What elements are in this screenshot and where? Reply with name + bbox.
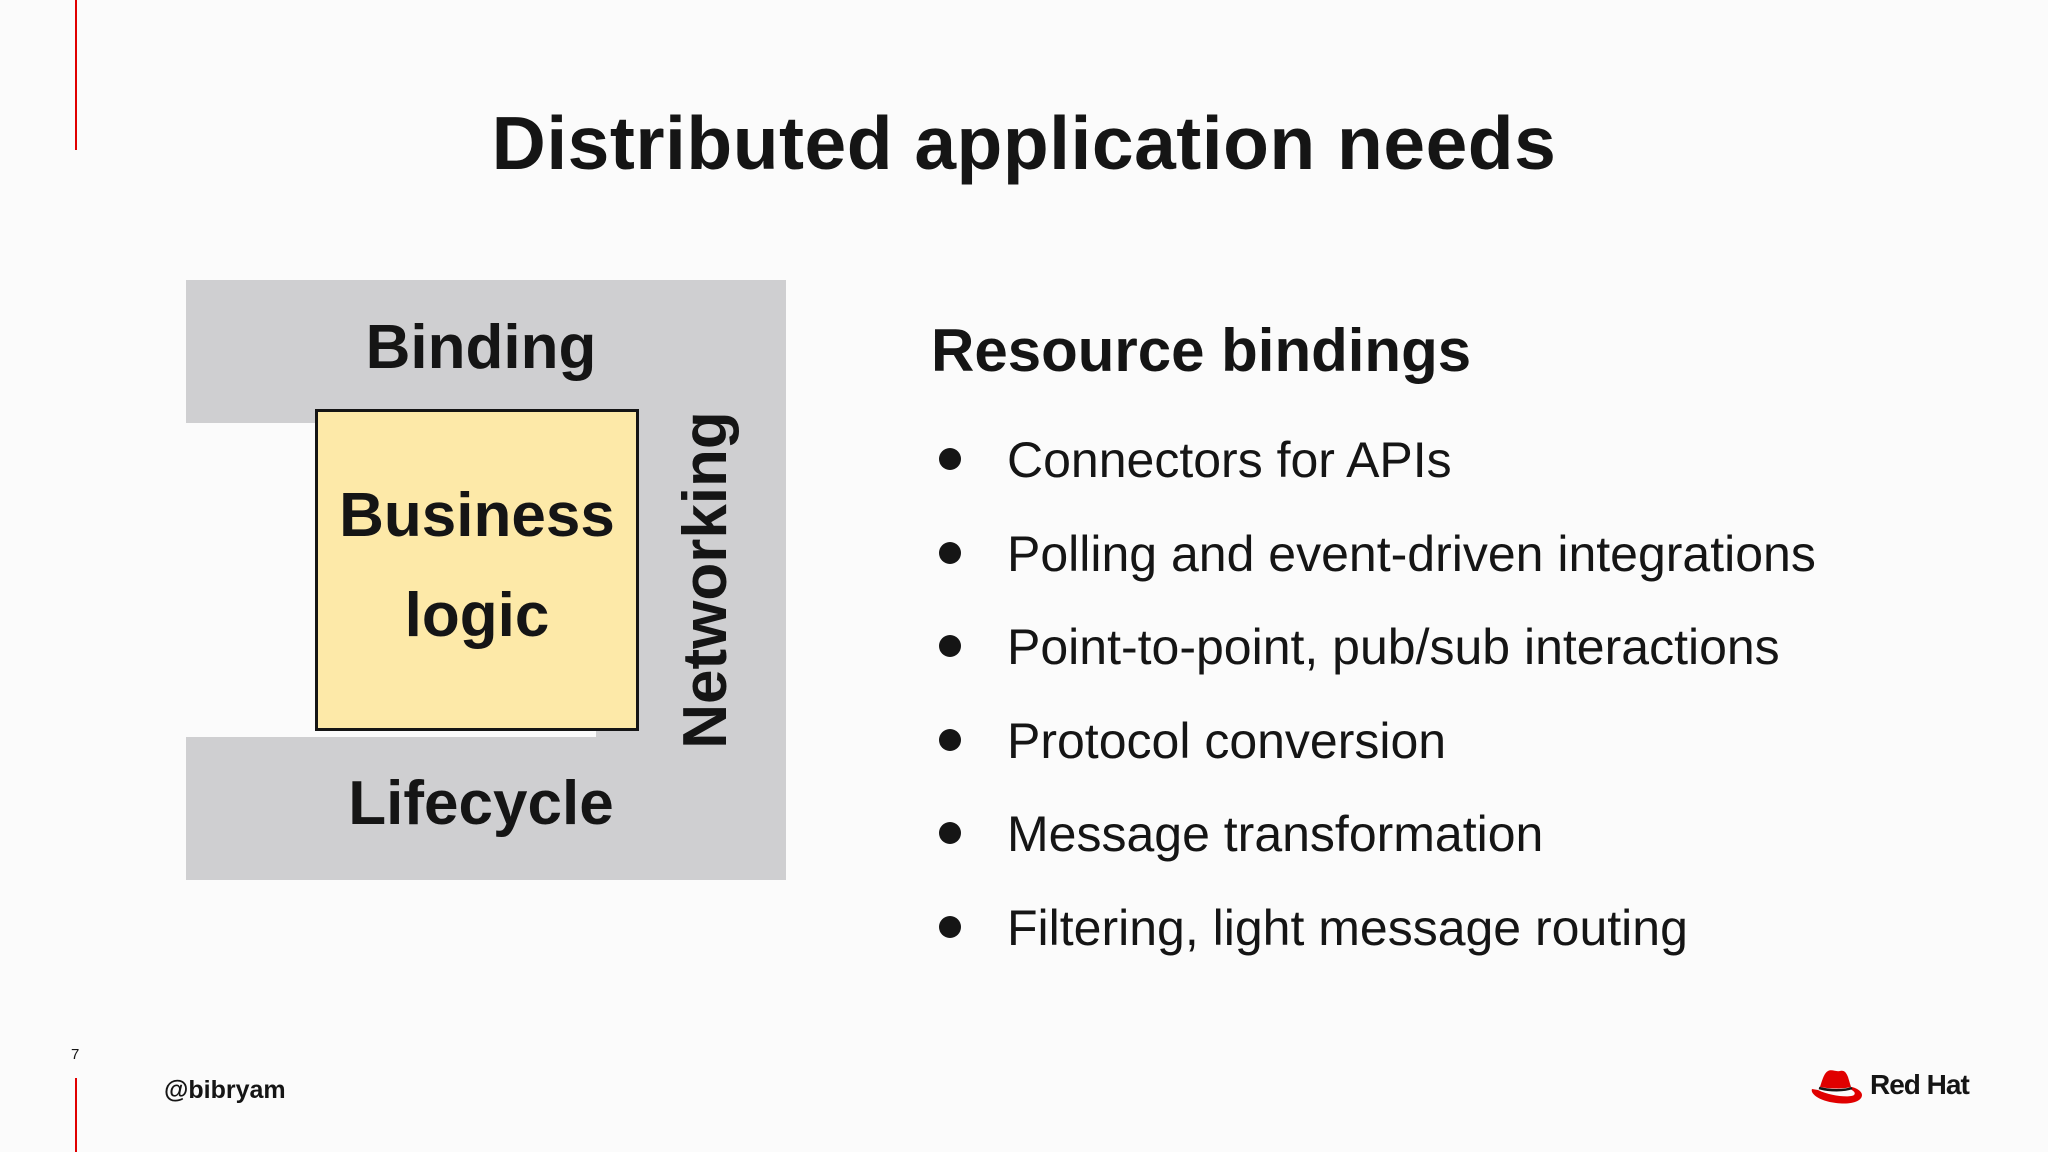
architecture-diagram: Binding Lifecycle Networking Business lo… <box>186 280 786 880</box>
bullet-text: Protocol conversion <box>1007 712 1447 769</box>
bullet-item: Filtering, light message routing <box>931 888 1816 982</box>
lifecycle-block <box>186 737 786 880</box>
bullet-icon <box>939 541 961 564</box>
logo-text: Red Hat <box>1870 1069 1970 1100</box>
lifecycle-label: Lifecycle <box>348 769 614 838</box>
author-handle: @bibryam <box>164 1076 286 1104</box>
red-hat-icon <box>1811 1070 1862 1104</box>
bullet-item: Protocol conversion <box>931 701 1816 795</box>
bullet-text: Message transformation <box>1007 806 1544 862</box>
bullet-icon <box>939 728 961 751</box>
bullet-icon <box>939 822 961 844</box>
bullet-item: Connectors for APIs <box>931 420 1816 514</box>
bullet-icon <box>939 635 961 657</box>
networking-label: Networking <box>671 411 740 749</box>
accent-line-bottom <box>75 1078 77 1152</box>
bullet-item: Point-to-point, pub/sub interactions <box>931 607 1816 701</box>
bullet-icon <box>939 448 961 470</box>
bullet-text: Polling and event-driven integrations <box>1007 525 1816 582</box>
business-logic-box: Business logic <box>315 409 639 731</box>
slide-title: Distributed application needs <box>491 101 1557 185</box>
panel-heading: Resource bindings <box>931 317 1472 384</box>
bullet-item: Polling and event-driven integrations <box>931 514 1816 608</box>
binding-label: Binding <box>365 313 597 382</box>
business-logic-label-line1: Business <box>339 481 615 550</box>
business-logic-label-line2: logic <box>404 581 550 650</box>
bullet-text: Point-to-point, pub/sub interactions <box>1007 619 1780 675</box>
bullet-text: Connectors for APIs <box>1007 432 1452 488</box>
bullet-list: Connectors for APIs Polling and event-dr… <box>931 420 1816 981</box>
red-hat-logo: Red Hat <box>1808 1060 1970 1110</box>
page-number: 7 <box>71 1046 80 1063</box>
bullet-item: Message transformation <box>931 794 1816 888</box>
bullet-icon <box>939 915 961 938</box>
bullet-text: Filtering, light message routing <box>1007 899 1688 956</box>
accent-line-top <box>75 0 77 150</box>
